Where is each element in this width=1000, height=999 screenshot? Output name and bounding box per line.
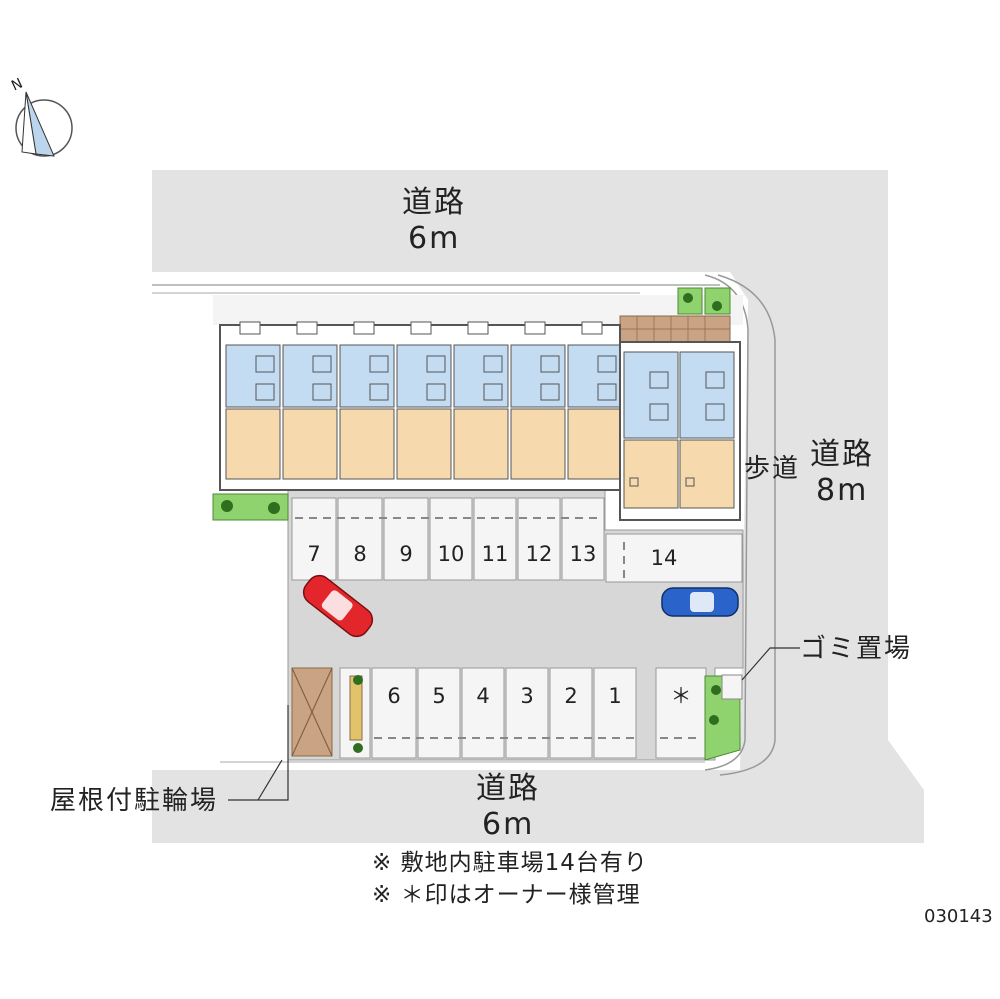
property-code: 030143 <box>924 906 993 927</box>
parking-slot-1: 1 <box>608 684 622 708</box>
north-road-width: 6m <box>408 221 461 256</box>
apartment-building <box>219 321 741 521</box>
parking-slot-11: 11 <box>481 542 509 566</box>
parking-slot-12: 12 <box>525 542 553 566</box>
south-road-name: 道路 <box>476 771 540 806</box>
parking-slot-3: 3 <box>520 684 534 708</box>
garbage-label: ゴミ置場 <box>800 634 913 664</box>
parking-slot-5: 5 <box>432 684 446 708</box>
south-road-width: 6m <box>482 807 535 842</box>
sidewalk-label: 歩道 <box>744 454 801 484</box>
north-road <box>152 170 710 272</box>
north-road-name: 道路 <box>402 185 466 220</box>
blue-car <box>661 587 739 617</box>
east-road-name: 道路 <box>810 437 874 472</box>
compass-icon <box>15 91 73 157</box>
parking-count-note: ※ 敷地内駐車場14台有り <box>372 850 648 876</box>
parking-slot-7: 7 <box>307 542 321 566</box>
south-road <box>152 770 720 843</box>
parking-slot-6: 6 <box>387 684 401 708</box>
parking-slot-owner: ＊ <box>670 684 692 708</box>
east-road-width: 8m <box>816 473 869 508</box>
red-car <box>302 574 374 638</box>
parking-slot-8: 8 <box>353 542 367 566</box>
top-parking-row <box>291 497 743 583</box>
parking-slot-4: 4 <box>476 684 490 708</box>
parking-slot-13: 13 <box>569 542 597 566</box>
bicycle-parking-label: 屋根付駐輪場 <box>50 786 219 816</box>
parking-slot-9: 9 <box>399 542 413 566</box>
bottom-parking-row <box>371 667 707 759</box>
parking-slot-14: 14 <box>650 546 678 570</box>
garbage-area <box>721 674 743 700</box>
owner-managed-note: ※ ＊印はオーナー様管理 <box>372 882 641 908</box>
parking-slot-10: 10 <box>437 542 465 566</box>
east-road <box>710 170 924 843</box>
parking-slot-2: 2 <box>564 684 578 708</box>
